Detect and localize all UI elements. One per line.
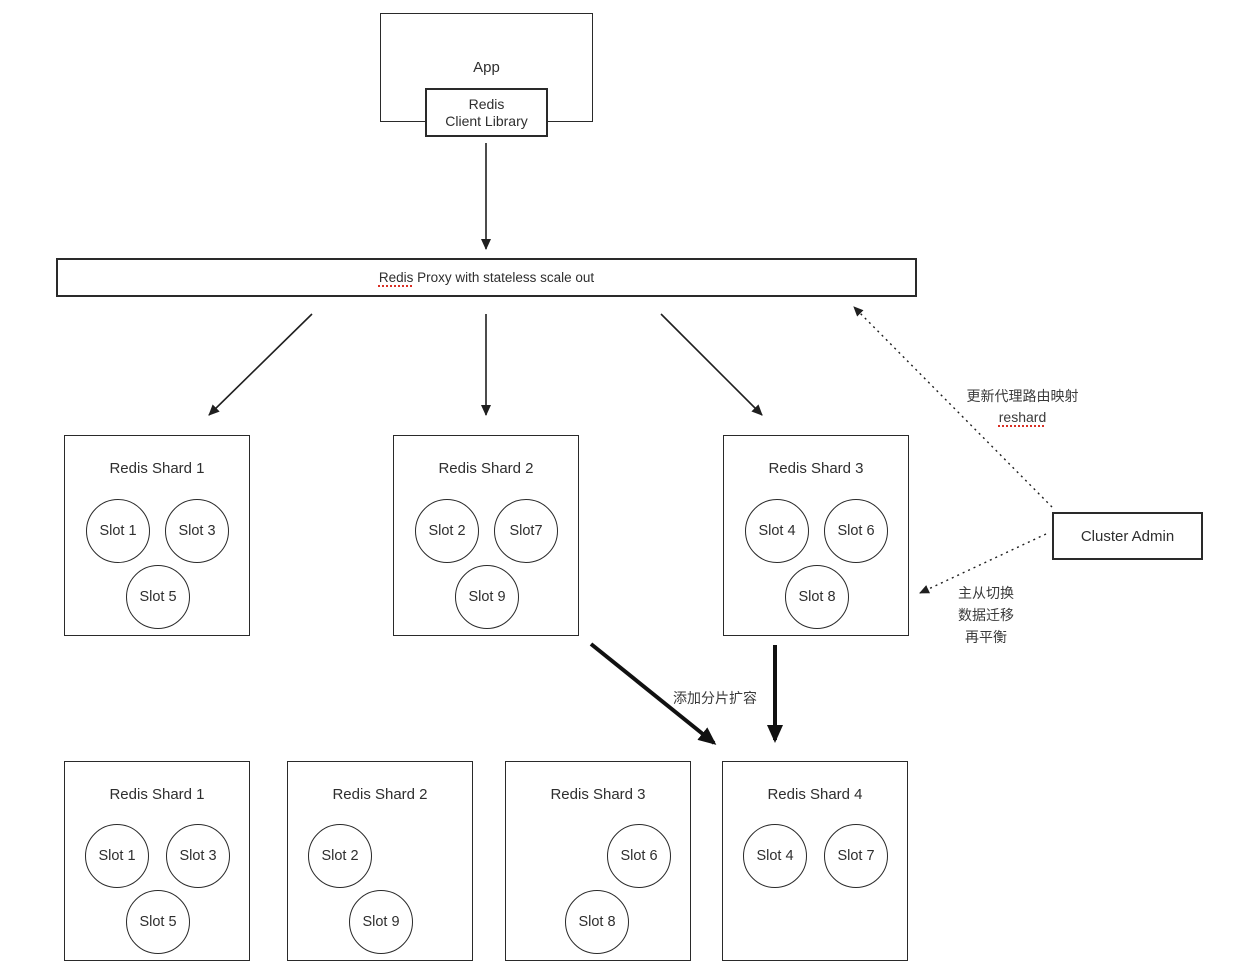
slot-label: Slot 3 <box>179 848 217 864</box>
slot-circle: Slot 6 <box>607 824 671 888</box>
slot-circle: Slot7 <box>494 499 558 563</box>
slot-label: Slot 1 <box>99 523 137 539</box>
slot-label: Slot 9 <box>468 589 506 605</box>
arrow-shard2-to-shard4 <box>589 642 717 745</box>
client-library-label-line2: Client Library <box>445 112 528 129</box>
slot-label: Slot7 <box>509 523 543 539</box>
proxy-label-redis-word: Redis <box>378 270 414 285</box>
shard-title: Redis Shard 2 <box>332 786 428 803</box>
client-library-label-line1: Redis <box>468 95 505 112</box>
annotation-failover: 主从切换 数据迁移 再平衡 <box>925 582 1047 648</box>
slot-label: Slot 8 <box>578 914 616 930</box>
shard-title: Redis Shard 1 <box>109 460 205 477</box>
arrow-proxy-to-shard1 <box>208 313 313 416</box>
slot-circle: Slot 8 <box>565 890 629 954</box>
shard-title: Redis Shard 3 <box>550 786 646 803</box>
annotation-failover-line3: 再平衡 <box>965 629 1007 645</box>
slot-circle: Slot 4 <box>745 499 809 563</box>
app-label: App <box>473 59 500 76</box>
redis-proxy-node: Redis Proxy with stateless scale out <box>56 258 917 297</box>
slot-circle: Slot 8 <box>785 565 849 629</box>
proxy-label-rest: Proxy with stateless scale out <box>413 270 595 285</box>
slot-circle: Slot 6 <box>824 499 888 563</box>
slot-circle: Slot 4 <box>743 824 807 888</box>
slot-label: Slot 4 <box>756 848 794 864</box>
slot-label: Slot 8 <box>798 589 836 605</box>
slot-circle: Slot 5 <box>126 565 190 629</box>
cluster-admin-node: Cluster Admin <box>1052 512 1203 560</box>
cluster-admin-label: Cluster Admin <box>1080 527 1175 545</box>
shard-title: Redis Shard 1 <box>109 786 205 803</box>
slot-label: Slot 2 <box>428 523 466 539</box>
slot-circle: Slot 5 <box>126 890 190 954</box>
slot-label: Slot 4 <box>758 523 796 539</box>
dotted-arrow-admin-to-proxy <box>853 306 1053 508</box>
slot-circle: Slot 2 <box>415 499 479 563</box>
slot-label: Slot 1 <box>98 848 136 864</box>
slot-circle: Slot 3 <box>165 499 229 563</box>
slot-label: Slot 2 <box>321 848 359 864</box>
slot-circle: Slot 2 <box>308 824 372 888</box>
slot-label: Slot 5 <box>139 589 177 605</box>
annotation-reshard-line1: 更新代理路由映射 <box>966 388 1079 404</box>
annotation-reshard-line2: reshard <box>998 409 1047 425</box>
shard-title: Redis Shard 4 <box>767 786 863 803</box>
dotted-arrow-admin-to-shard3 <box>919 533 1047 594</box>
shard-top-2: Redis Shard 2 Slot 2 Slot7 Slot 9 <box>393 435 579 636</box>
slot-circle: Slot 9 <box>349 890 413 954</box>
slot-label: Slot 6 <box>620 848 658 864</box>
annotation-failover-line1: 主从切换 <box>958 585 1014 601</box>
shard-title: Redis Shard 3 <box>768 460 864 477</box>
annotation-add-shard-label: 添加分片扩容 <box>673 690 757 706</box>
shard-bottom-1: Redis Shard 1 Slot 1 Slot 3 Slot 5 <box>64 761 250 961</box>
shard-bottom-3: Redis Shard 3 Slot 6 Slot 8 <box>505 761 691 961</box>
slot-label: Slot 6 <box>837 523 875 539</box>
slot-label: Slot 5 <box>139 914 177 930</box>
slot-circle: Slot 7 <box>824 824 888 888</box>
slot-circle: Slot 3 <box>166 824 230 888</box>
slot-label: Slot 9 <box>362 914 400 930</box>
slot-circle: Slot 1 <box>85 824 149 888</box>
slot-label: Slot 7 <box>837 848 875 864</box>
proxy-label: Redis Proxy with stateless scale out <box>379 270 594 285</box>
annotation-failover-line2: 数据迁移 <box>958 607 1014 623</box>
redis-client-library-node: Redis Client Library <box>425 88 548 137</box>
arrow-proxy-to-shard3 <box>660 313 763 416</box>
shard-top-3: Redis Shard 3 Slot 4 Slot 6 Slot 8 <box>723 435 909 636</box>
annotation-add-shard: 添加分片扩容 <box>640 688 790 709</box>
shard-top-1: Redis Shard 1 Slot 1 Slot 3 Slot 5 <box>64 435 250 636</box>
slot-label: Slot 3 <box>178 523 216 539</box>
annotation-reshard: 更新代理路由映射 reshard <box>930 386 1115 428</box>
slot-circle: Slot 9 <box>455 565 519 629</box>
shard-bottom-2: Redis Shard 2 Slot 2 Slot 9 <box>287 761 473 961</box>
shard-title: Redis Shard 2 <box>438 460 534 477</box>
slot-circle: Slot 1 <box>86 499 150 563</box>
shard-bottom-4: Redis Shard 4 Slot 4 Slot 7 <box>722 761 908 961</box>
